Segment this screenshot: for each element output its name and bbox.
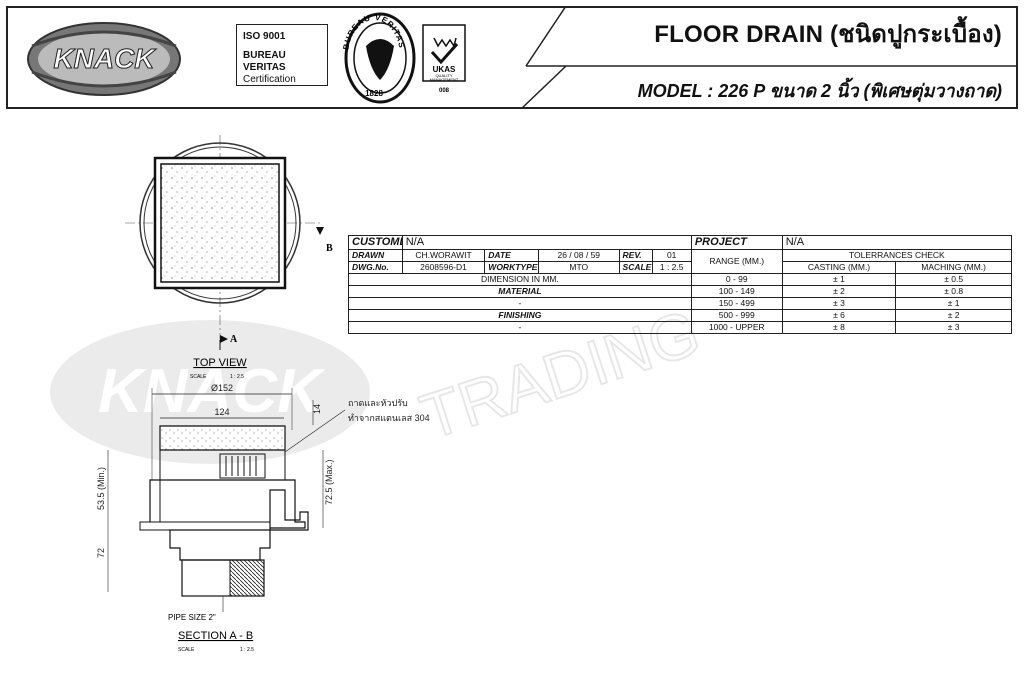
table-row: MATERIAL 100 - 149 ± 2 ± 0.8 — [348, 285, 1012, 298]
finishing-value: - — [348, 321, 692, 334]
knack-logo: KNACK — [27, 22, 181, 96]
date-label: DATE — [484, 249, 539, 262]
project-label: PROJECT — [690, 235, 783, 250]
range-cell: 150 - 499 — [690, 297, 783, 310]
svg-text:MANAGEMENT: MANAGEMENT — [430, 77, 459, 82]
spec-table: CUSTOMER N/A PROJECT N/A DRAWN CH.WORAWI… — [348, 235, 1013, 334]
maching-cell: ± 2 — [895, 309, 1012, 322]
watermark-logo: KNACK — [98, 357, 326, 426]
dwg-value: 2608596-D1 — [401, 261, 486, 274]
date-value: 26 / 08 / 59 — [537, 249, 620, 262]
bureau-label: BUREAU VERITAS — [243, 50, 286, 73]
dim-diameter: Ø152 — [211, 383, 233, 393]
dim-72: 72 — [96, 548, 106, 558]
certification-label: Certification — [243, 74, 296, 85]
table-row: DIMENSION IN MM. 0 - 99 ± 1 ± 0.5 — [348, 273, 1012, 286]
ukas-mark: UKAS QUALITY MANAGEMENT 008 — [422, 24, 466, 94]
seal-text: BUREAU VERITAS 1828 — [341, 13, 406, 98]
table-row: - 150 - 499 ± 3 ± 1 — [348, 297, 1012, 310]
svg-text:QUALITY: QUALITY — [435, 73, 452, 78]
scale-value: 1 : 2.5 — [651, 261, 692, 274]
project-value: N/A — [781, 235, 1013, 250]
drawn-label: DRAWN — [348, 249, 403, 262]
section-scale-label: SCALE — [178, 647, 195, 653]
casting-cell: ± 1 — [781, 273, 897, 286]
range-cell: 0 - 99 — [690, 273, 783, 286]
top-view-scale-label: SCALE — [190, 374, 207, 380]
dimension-note: DIMENSION IN MM. — [348, 273, 692, 286]
top-view: A B TOP VIEW SCALE 1 : 2.5 — [125, 135, 333, 380]
iso-cert-box: ISO 9001 BUREAU VERITAS Certification — [236, 24, 328, 86]
casting-cell: ± 8 — [781, 321, 897, 334]
header-graphics — [344, 6, 1018, 109]
section-label: SECTION A - B — [178, 630, 253, 642]
dim-14: 14 — [312, 404, 322, 414]
dim-535: 53.5 (Min.) — [96, 467, 106, 510]
customer-value: N/A — [401, 235, 692, 250]
casting-cell: ± 3 — [781, 297, 897, 310]
top-view-scale: 1 : 2.5 — [230, 374, 244, 380]
svg-text:UKAS: UKAS — [433, 65, 456, 74]
maching-cell: ± 1 — [895, 297, 1012, 310]
title-block-header — [6, 6, 1018, 109]
pipe-size: PIPE SIZE 2" — [168, 613, 216, 622]
dwg-label: DWG.No. — [348, 261, 403, 274]
rev-value: 01 — [651, 249, 692, 262]
worktype-value: MTO — [537, 261, 620, 274]
dim-725: 72.5 (Max.) — [324, 459, 334, 505]
svg-text:1828: 1828 — [365, 89, 383, 98]
maching-header: MACHING (MM.) — [895, 261, 1012, 274]
material-value: - — [348, 297, 692, 310]
customer-label: CUSTOMER — [348, 235, 403, 250]
casting-cell: ± 2 — [781, 285, 897, 298]
finishing-label: FINISHING — [348, 309, 692, 322]
iso-label: ISO 9001 — [243, 31, 286, 42]
svg-text:BUREAU VERITAS: BUREAU VERITAS — [341, 13, 406, 51]
casting-header: CASTING (MM.) — [781, 261, 897, 274]
range-cell: 100 - 149 — [690, 285, 783, 298]
maching-cell: ± 0.8 — [895, 285, 1012, 298]
dim-width: 124 — [214, 407, 229, 417]
drawn-value: CH.WORAWIT — [401, 249, 486, 262]
model-label: MODEL : 226 P ขนาด 2 นิ้ว (พิเศษตุ่มวางถ… — [637, 81, 1002, 101]
note-line2: ทำจากสแตนเลส 304 — [348, 413, 430, 423]
range-cell: 1000 - UPPER — [690, 321, 783, 334]
drawing-title: FLOOR DRAIN (ชนิดปูกระเบื้อง) — [654, 21, 1002, 48]
note-line1: ถาดและหัวปรับ — [348, 398, 408, 408]
tolerances-header: TOLERRANCES CHECK — [781, 249, 1013, 262]
maching-cell: ± 3 — [895, 321, 1012, 334]
section-view: Ø152 124 14 72.5 (Max.) 53.5 (Min.) 72 ถ… — [96, 383, 430, 653]
range-header: RANGE (MM.) — [690, 249, 783, 274]
worktype-label: WORKTYPE — [484, 261, 539, 274]
table-row: - 1000 - UPPER ± 8 ± 3 — [348, 321, 1012, 334]
marker-a: A — [230, 334, 238, 345]
material-label: MATERIAL — [348, 285, 692, 298]
table-row: FINISHING 500 - 999 ± 6 ± 2 — [348, 309, 1012, 322]
svg-text:008: 008 — [439, 88, 450, 94]
section-scale: 1 : 2.5 — [240, 647, 254, 653]
maching-cell: ± 0.5 — [895, 273, 1012, 286]
casting-cell: ± 6 — [781, 309, 897, 322]
top-view-label: TOP VIEW — [193, 357, 247, 369]
logo-text: KNACK — [53, 43, 156, 74]
scale-label: SCALE — [618, 261, 653, 274]
range-cell: 500 - 999 — [690, 309, 783, 322]
rev-label: REV. — [618, 249, 653, 262]
marker-b: B — [326, 243, 333, 254]
